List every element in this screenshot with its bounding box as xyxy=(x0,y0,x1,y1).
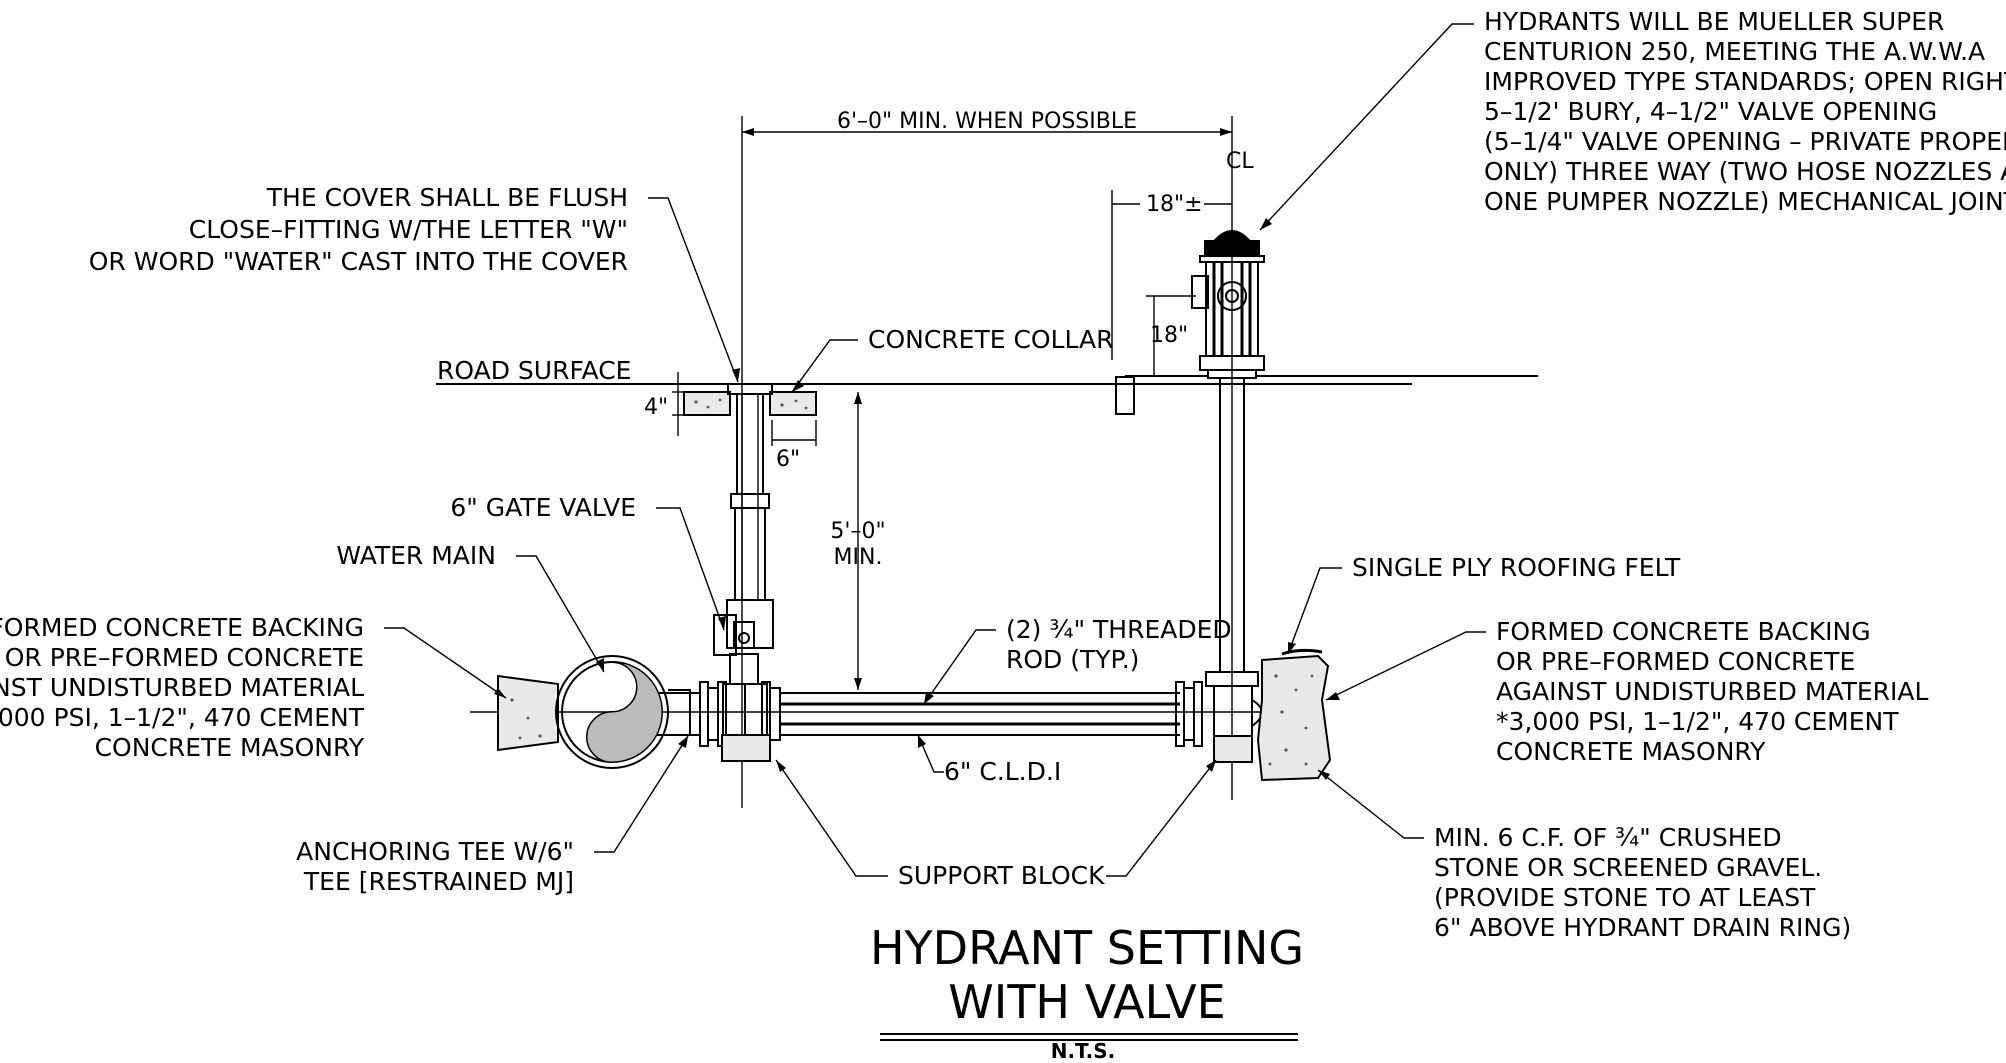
svg-text:ONLY) THREE WAY (TWO HOSE NOZZ: ONLY) THREE WAY (TWO HOSE NOZZLES AND xyxy=(1484,157,2006,186)
svg-text:CONCRETE COLLAR: CONCRETE COLLAR xyxy=(868,325,1114,354)
svg-text:*3,000 PSI, 1–1/2", 470 CEMENT: *3,000 PSI, 1–1/2", 470 CEMENT xyxy=(1496,707,1899,736)
svg-text:ROD (TYP.): ROD (TYP.) xyxy=(1006,645,1139,674)
note-hydrant-spec: HYDRANTS WILL BE MUELLER SUPER CENTURION… xyxy=(1259,7,2006,231)
svg-text:CONCRETE MASONRY: CONCRETE MASONRY xyxy=(95,733,365,762)
dim-6in-text: 6" xyxy=(776,447,800,472)
dim-6ft-text: 6'–0" MIN. WHEN POSSIBLE xyxy=(837,109,1137,134)
note-anchoring-tee: ANCHORING TEE W/6" TEE [RESTRAINED MJ] xyxy=(296,735,689,896)
note-water-main: WATER MAIN xyxy=(336,541,605,673)
svg-text:OR WORD "WATER" CAST INTO THE: OR WORD "WATER" CAST INTO THE COVER xyxy=(89,247,628,276)
curb-block xyxy=(1115,376,1135,415)
title-line2: WITH VALVE xyxy=(948,975,1225,1029)
dim-18-text: 18" xyxy=(1150,323,1188,348)
road-surface-label: ROAD SURFACE xyxy=(437,356,631,385)
svg-text:FORMED CONCRETE BACKING: FORMED CONCRETE BACKING xyxy=(0,613,364,642)
svg-text:TEE [RESTRAINED MJ]: TEE [RESTRAINED MJ] xyxy=(303,867,574,896)
note-roofing-felt: SINGLE PLY ROOFING FELT xyxy=(1287,553,1681,655)
dim-5ft-text: 5'–0" xyxy=(830,519,885,544)
note-gate-valve: 6" GATE VALVE xyxy=(450,493,726,631)
svg-text:MIN. 6 C.F. OF ¾" CRUSHED: MIN. 6 C.F. OF ¾" CRUSHED xyxy=(1434,823,1782,852)
svg-text:CENTURION 250, MEETING THE A.W: CENTURION 250, MEETING THE A.W.W.A xyxy=(1484,37,1985,66)
centerline-mark: CL xyxy=(1226,149,1254,174)
svg-text:(5–1/4" VALVE OPENING – PRIVAT: (5–1/4" VALVE OPENING – PRIVATE PROPERTY xyxy=(1484,127,2006,156)
note-backing-right: FORMED CONCRETE BACKING OR PRE–FORMED CO… xyxy=(1325,617,1929,766)
svg-text:6" C.L.D.I: 6" C.L.D.I xyxy=(944,757,1061,786)
gate-valve xyxy=(713,614,768,743)
svg-text:AGAINST UNDISTURBED MATERIAL: AGAINST UNDISTURBED MATERIAL xyxy=(1496,677,1929,706)
note-backing-left: FORMED CONCRETE BACKING OR PRE–FORMED CO… xyxy=(0,613,507,762)
svg-text:(2) ¾" THREADED: (2) ¾" THREADED xyxy=(1006,615,1232,644)
note-cldi: 6" C.L.D.I xyxy=(917,734,1061,786)
svg-text:5–1/2' BURY, 4–1/2" VALVE OPEN: 5–1/2' BURY, 4–1/2" VALVE OPENING xyxy=(1484,97,1937,126)
roofing-felt xyxy=(1281,648,1323,656)
dim-min-text: MIN. xyxy=(834,545,883,570)
svg-text:6" GATE VALVE: 6" GATE VALVE xyxy=(450,493,636,522)
valve-box xyxy=(726,383,774,649)
svg-text:(PROVIDE STONE TO AT LEAST: (PROVIDE STONE TO AT LEAST xyxy=(1434,883,1816,912)
concrete-collar xyxy=(683,391,817,416)
svg-text:IMPROVED TYPE STANDARDS; OPEN: IMPROVED TYPE STANDARDS; OPEN RIGHT xyxy=(1484,67,2006,96)
dim-4in-text: 4" xyxy=(644,395,668,420)
svg-text:SINGLE PLY ROOFING FELT: SINGLE PLY ROOFING FELT xyxy=(1352,553,1681,582)
svg-text:ANCHORING TEE W/6": ANCHORING TEE W/6" xyxy=(296,837,574,866)
water-main-section xyxy=(497,655,691,769)
title-line1: HYDRANT SETTING xyxy=(870,921,1304,975)
support-block-right xyxy=(1213,735,1253,763)
svg-text:WATER MAIN: WATER MAIN xyxy=(336,541,496,570)
svg-text:ONE PUMPER NOZZLE) MECHANICAL: ONE PUMPER NOZZLE) MECHANICAL JOINT xyxy=(1484,187,2006,216)
svg-text:STONE OR SCREENED GRAVEL.: STONE OR SCREENED GRAVEL. xyxy=(1434,853,1822,882)
concrete-backing-right xyxy=(1256,654,1332,782)
note-concrete-collar: CONCRETE COLLAR xyxy=(791,325,1114,393)
note-crushed-stone: MIN. 6 C.F. OF ¾" CRUSHED STONE OR SCREE… xyxy=(1317,769,1851,942)
fire-hydrant xyxy=(1191,116,1265,800)
note-cover: THE COVER SHALL BE FLUSH CLOSE–FITTING W… xyxy=(89,183,740,383)
backing-right-stipple xyxy=(1268,674,1314,766)
svg-text:CONCRETE MASONRY: CONCRETE MASONRY xyxy=(1496,737,1766,766)
svg-text:CLOSE–FITTING W/THE LETTER "W": CLOSE–FITTING W/THE LETTER "W" xyxy=(189,215,628,244)
svg-text:6" ABOVE HYDRANT DRAIN RING): 6" ABOVE HYDRANT DRAIN RING) xyxy=(1434,913,1851,942)
svg-text:HYDRANTS WILL BE MUELLER SUPER: HYDRANTS WILL BE MUELLER SUPER xyxy=(1484,7,1944,36)
svg-text:OR PRE–FORMED CONCRETE: OR PRE–FORMED CONCRETE xyxy=(1496,647,1855,676)
svg-text:*3,000 PSI, 1–1/2", 470 CEMENT: *3,000 PSI, 1–1/2", 470 CEMENT xyxy=(0,703,365,732)
dim-18pm-text: 18"± xyxy=(1146,192,1203,217)
svg-text:FORMED CONCRETE BACKING: FORMED CONCRETE BACKING xyxy=(1496,617,1871,646)
svg-text:SUPPORT BLOCK: SUPPORT BLOCK xyxy=(898,861,1105,890)
svg-text:THE COVER SHALL BE FLUSH: THE COVER SHALL BE FLUSH xyxy=(266,183,628,212)
scale-note: N.T.S. xyxy=(1051,1039,1116,1063)
svg-text:AGAINST UNDISTURBED MATERIAL: AGAINST UNDISTURBED MATERIAL xyxy=(0,673,364,702)
note-threaded-rod: (2) ¾" THREADED ROD (TYP.) xyxy=(923,615,1232,705)
support-block-left xyxy=(721,734,771,762)
svg-text:OR PRE–FORMED CONCRETE: OR PRE–FORMED CONCRETE xyxy=(5,643,364,672)
note-support-block: SUPPORT BLOCK xyxy=(775,759,1217,890)
